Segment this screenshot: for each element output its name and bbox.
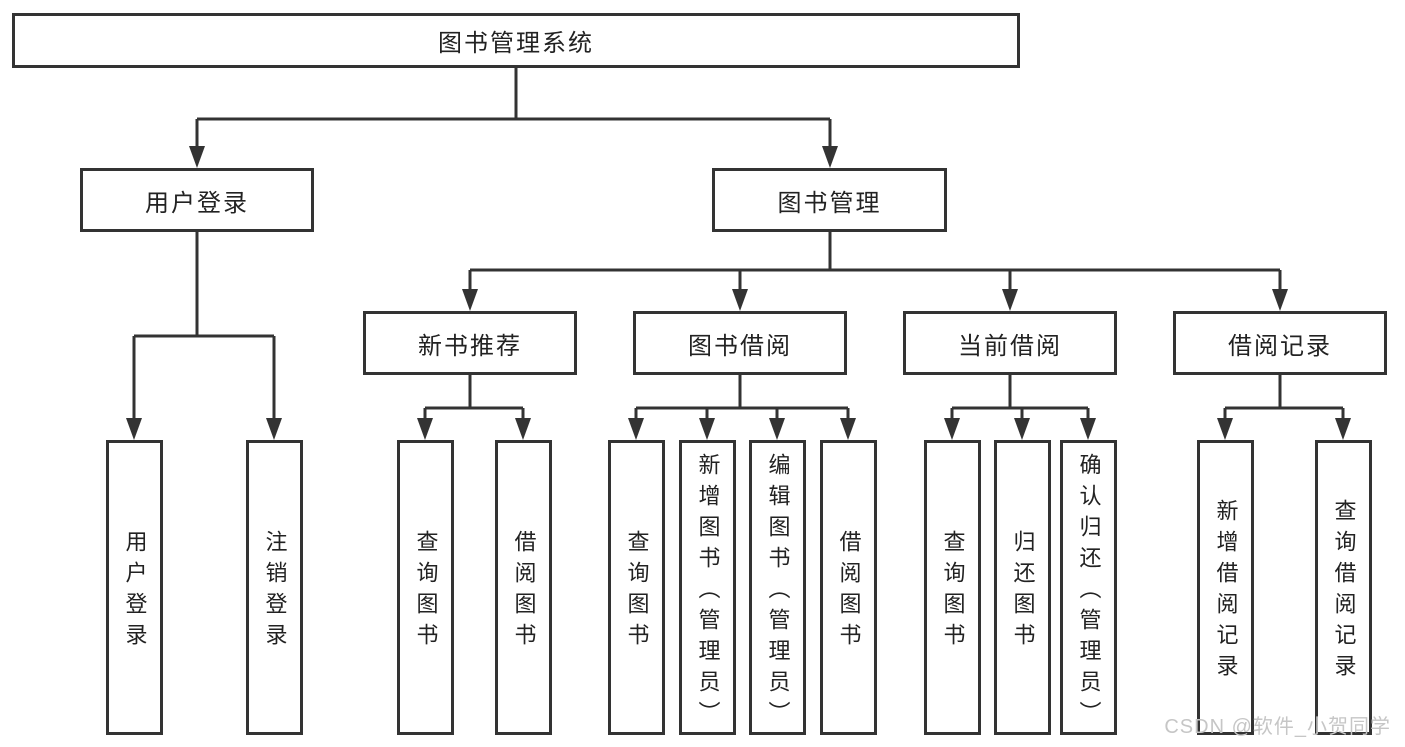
node-library-system-label: 图书管理系统 <box>438 30 594 57</box>
node-user-login: 用户登录 <box>80 168 314 232</box>
leaf-borrow-borrow-books: 借阅图书 <box>820 440 877 735</box>
leaf-current-confirm-return-admin-label: 确认归还（管理员） <box>1076 452 1102 732</box>
node-borrow-records: 借阅记录 <box>1173 311 1387 375</box>
node-book-borrow: 图书借阅 <box>633 311 847 375</box>
node-book-management: 图书管理 <box>712 168 947 232</box>
leaf-current-query-books-label: 查询图书 <box>940 530 966 654</box>
leaf-borrow-borrow-books-label: 借阅图书 <box>836 530 862 654</box>
node-current-borrow-label: 当前借阅 <box>958 332 1062 360</box>
leaf-borrow-query-books: 查询图书 <box>608 440 665 735</box>
node-library-system: 图书管理系统 <box>12 13 1020 68</box>
node-borrow-records-label: 借阅记录 <box>1228 332 1332 360</box>
watermark: CSDN @软件_小贺同学 <box>1164 716 1391 738</box>
leaf-borrow-edit-book-admin-label: 编辑图书（管理员） <box>765 452 791 732</box>
leaf-user-login-label: 用户登录 <box>122 530 148 654</box>
node-book-management-label: 图书管理 <box>777 189 882 217</box>
arrowheads <box>126 146 1351 440</box>
node-book-borrow-label: 图书借阅 <box>688 332 792 360</box>
leaf-recommend-borrow-books: 借阅图书 <box>495 440 552 735</box>
node-new-book-recommend-label: 新书推荐 <box>418 332 522 360</box>
leaf-borrow-add-book-admin-label: 新增图书（管理员） <box>695 452 721 732</box>
leaf-borrow-add-book-admin: 新增图书（管理员） <box>679 440 736 735</box>
leaf-logout: 注销登录 <box>246 440 303 735</box>
leaf-recommend-query-books-label: 查询图书 <box>413 530 439 654</box>
leaf-records-add-record-label: 新增借阅记录 <box>1213 499 1239 685</box>
leaf-user-login: 用户登录 <box>106 440 163 735</box>
leaf-records-query-record-label: 查询借阅记录 <box>1331 499 1357 685</box>
leaf-records-add-record: 新增借阅记录 <box>1197 440 1254 735</box>
leaf-current-confirm-return-admin: 确认归还（管理员） <box>1060 440 1117 735</box>
leaf-borrow-edit-book-admin: 编辑图书（管理员） <box>749 440 806 735</box>
node-user-login-label: 用户登录 <box>145 189 249 217</box>
leaf-current-query-books: 查询图书 <box>924 440 981 735</box>
leaf-records-query-record: 查询借阅记录 <box>1315 440 1372 735</box>
leaf-recommend-borrow-books-label: 借阅图书 <box>511 530 537 654</box>
leaf-recommend-query-books: 查询图书 <box>397 440 454 735</box>
node-new-book-recommend: 新书推荐 <box>363 311 577 375</box>
leaf-borrow-query-books-label: 查询图书 <box>624 530 650 654</box>
leaf-current-return-books: 归还图书 <box>994 440 1051 735</box>
node-current-borrow: 当前借阅 <box>903 311 1117 375</box>
leaf-logout-label: 注销登录 <box>262 530 288 654</box>
leaf-current-return-books-label: 归还图书 <box>1010 530 1036 654</box>
